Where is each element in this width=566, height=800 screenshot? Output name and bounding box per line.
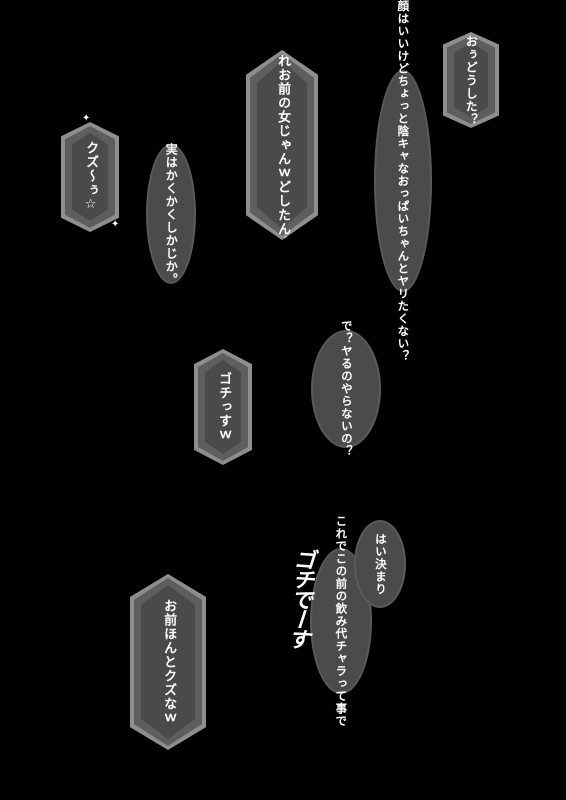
bubble-text: はい決まり [356,522,404,606]
bubble-line: それお前の女じゃんｗ [275,40,291,180]
bubble-line: これでこの前の飲み代 [334,514,349,640]
speech-bubble-hai-kimari: はい決まり [354,520,406,608]
sparkle-icon: ✦ [82,113,91,124]
bubble-text: クズ～ぅ☆ [61,122,119,232]
bubble-line: 顔はいいけどちょっと陰キャな [396,0,411,175]
bubble-line: チャラって事で [334,639,349,728]
bubble-text: おぅ どうした？ [443,32,499,128]
bubble-line: おっぱいちゃんとヤリたくない？ [396,174,411,363]
bubble-line: クズ～ぅ☆ [83,141,99,213]
speech-bubble-omae-honto: お前ほんとクズなｗ [130,574,206,750]
speech-bubble-gochi: ゴチっすｗ [194,349,252,465]
speech-bubble-kuzu: クズ～ぅ☆ [61,122,119,232]
sparkle-icon: ✦ [111,219,120,230]
bubble-line: ゴチっすｗ [216,372,232,442]
speech-bubble-de-yaru: で？ ヤるのやらないの？ [311,320,381,458]
bubble-text: ゴチっすｗ [194,349,252,465]
speech-bubble-ou-doushita: おぅ どうした？ [443,32,499,128]
bubble-line: ヤるのやらないの？ [339,345,354,458]
bubble-text: 顔はいいけどちょっと陰キャな おっぱいちゃんとヤリたくない？ [376,0,430,362]
bubble-line: お前ほんとクズなｗ [161,599,177,725]
bubble-text: お前ほんとクズなｗ [130,574,206,750]
bubble-line: で？ [339,320,354,346]
bubble-text: 実はかくかくしかじか。 [148,143,194,286]
bubble-text: それお前の女じゃんｗ どしたん？ [246,50,318,240]
speech-bubble-jitsu-wa: 実はかくかくしかじか。 [146,143,196,286]
bubble-text: で？ ヤるのやらないの？ [313,320,379,458]
bubble-line: どうした？ [464,60,479,126]
bubble-text: これでこの前の飲み代 チャラって事で [312,515,370,728]
bubble-line: おぅ [464,34,479,61]
speech-bubble-sore-omae: それお前の女じゃんｗ どしたん？ [246,50,318,240]
speech-bubble-kao-wa: 顔はいいけどちょっと陰キャな おっぱいちゃんとヤリたくない？ [374,0,432,362]
bubble-line: どしたん？ [275,180,291,250]
bubble-line: はい決まり [373,532,388,596]
bubble-line: 実はかくかくしかじか。 [164,142,179,286]
